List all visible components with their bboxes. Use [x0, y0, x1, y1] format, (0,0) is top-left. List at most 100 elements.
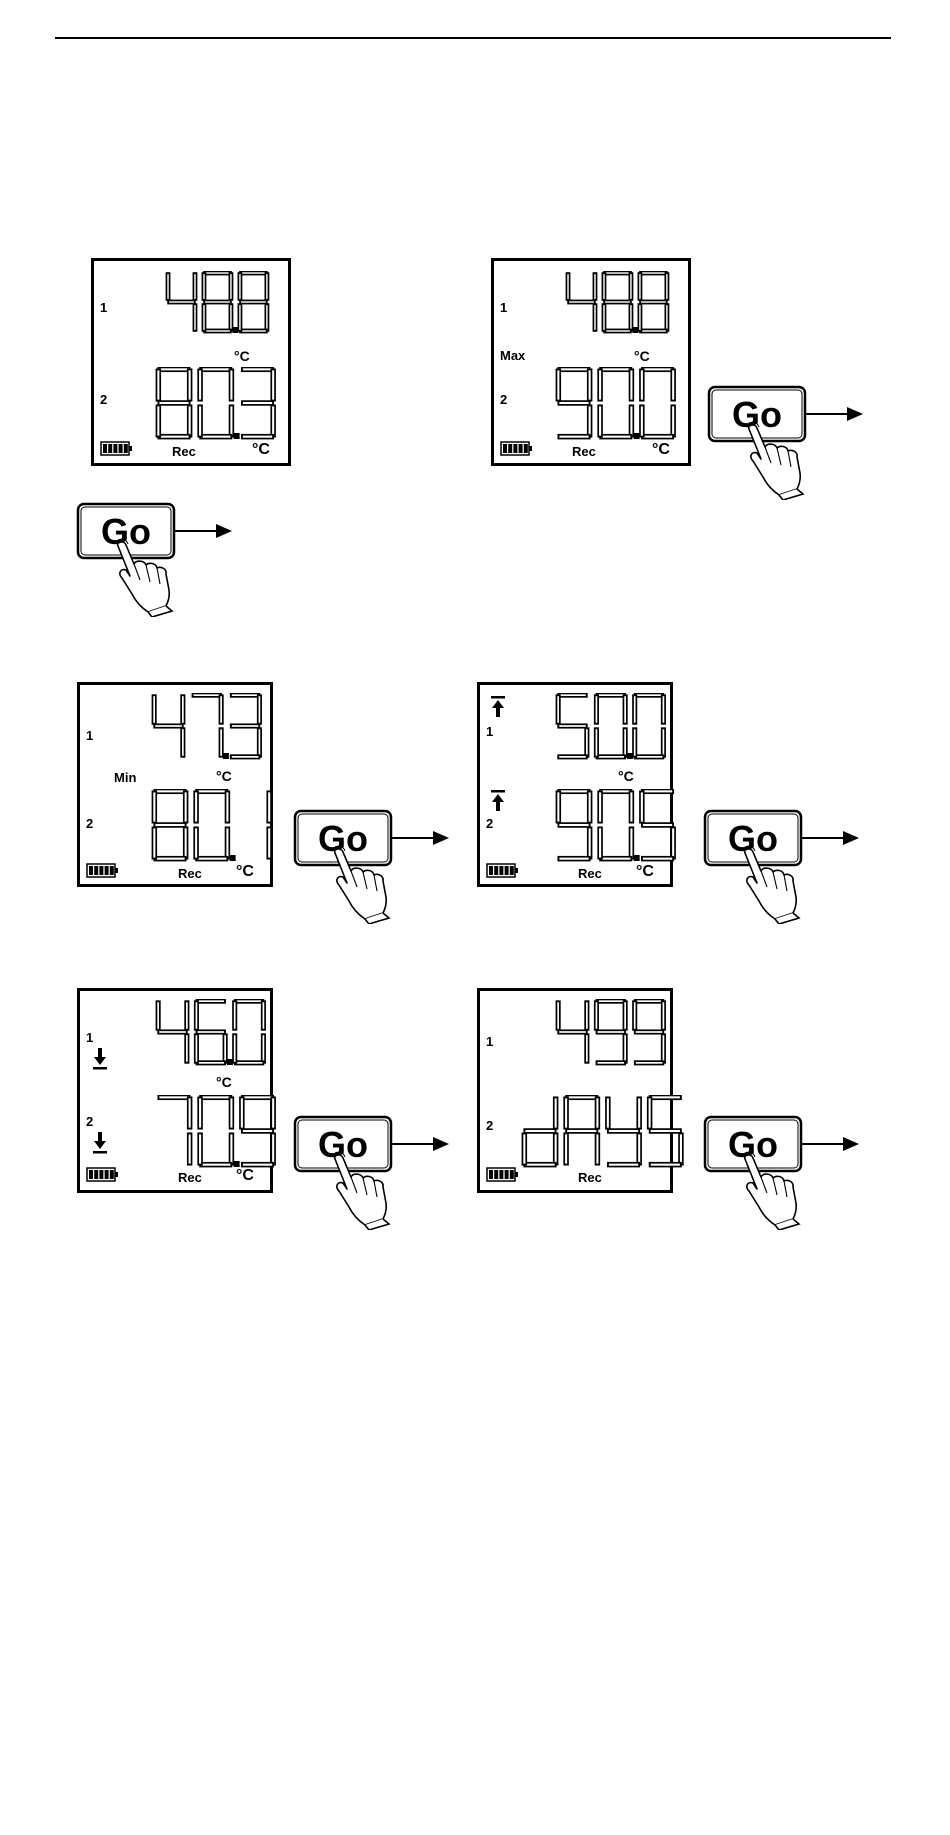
- channel-1-label: 1: [486, 725, 493, 738]
- mode-label: Max: [500, 349, 525, 362]
- high-alarm-icon: [490, 789, 506, 813]
- lcd-digit: [194, 789, 230, 861]
- decimal-point: [230, 855, 236, 861]
- lcd-digit: [233, 999, 266, 1065]
- channel-2-label: 2: [500, 393, 507, 406]
- channel-2-label: 2: [100, 393, 107, 406]
- rec-indicator: Rec: [178, 867, 202, 880]
- rec-indicator: Rec: [172, 445, 196, 458]
- row1-unit: °C: [234, 349, 250, 363]
- channel-1-label: 1: [486, 1035, 493, 1048]
- row1-display: [554, 999, 677, 1069]
- row2-unit: °C: [636, 864, 654, 880]
- lcd-digit: [198, 367, 234, 439]
- lcd-digit: [240, 1095, 276, 1167]
- row1-display: [150, 693, 273, 763]
- lcd-digit: [594, 999, 627, 1065]
- go-button[interactable]: Go: [707, 385, 867, 500]
- lcd-digit: [194, 999, 227, 1065]
- lcd-digit: [156, 367, 192, 439]
- go-button[interactable]: Go: [703, 1115, 863, 1230]
- lcd-digit: [156, 1001, 189, 1064]
- lcd-digit: [202, 271, 233, 333]
- mode-label: Min: [114, 771, 136, 784]
- channel-2-label: 2: [86, 817, 93, 830]
- battery-icon: [486, 1167, 520, 1183]
- channel-1-label: 1: [500, 301, 507, 314]
- go-button[interactable]: Go: [293, 809, 453, 924]
- decimal-point: [627, 753, 633, 759]
- row1-display: [554, 693, 677, 763]
- lcd-digit: [633, 693, 666, 759]
- low-alarm-icon: [92, 1047, 108, 1071]
- row1-unit: °C: [216, 1075, 232, 1089]
- row2-unit: °C: [652, 442, 670, 458]
- decimal-point: [634, 433, 640, 439]
- row2-unit: °C: [236, 864, 254, 880]
- lcd-digit: [598, 367, 634, 439]
- lcd-digit: [230, 693, 261, 759]
- lcd-digit: [267, 791, 272, 859]
- decimal-point: [634, 855, 640, 861]
- row2-display: [150, 789, 283, 865]
- row1-unit: °C: [634, 349, 650, 363]
- lcd-screen-6: 1 2 Rec: [477, 988, 673, 1193]
- lcd-digit: [564, 1095, 600, 1165]
- lcd-digit: [152, 695, 185, 758]
- lcd-digit: [647, 1095, 683, 1167]
- go-button[interactable]: Go: [703, 809, 863, 924]
- lcd-digit: [556, 367, 592, 439]
- lcd-digit: [192, 693, 223, 757]
- lcd-digit: [166, 273, 197, 332]
- arrow-right-icon: [174, 524, 232, 538]
- channel-2-label: 2: [486, 1119, 493, 1132]
- go-button[interactable]: Go: [293, 1115, 453, 1230]
- lcd-digit: [594, 693, 627, 759]
- rec-indicator: Rec: [578, 1171, 602, 1184]
- battery-icon: [486, 863, 520, 879]
- channel-2-label: 2: [86, 1115, 93, 1128]
- go-button[interactable]: Go: [76, 502, 236, 617]
- battery-icon: [86, 1167, 120, 1183]
- channel-1-label: 1: [86, 1031, 93, 1044]
- decimal-point: [234, 433, 240, 439]
- row1-unit: °C: [216, 769, 232, 783]
- arrow-right-icon: [805, 407, 863, 421]
- lcd-digit: [633, 999, 666, 1065]
- decimal-point: [223, 753, 229, 759]
- low-alarm-icon: [92, 1131, 108, 1155]
- lcd-digit: [198, 1095, 234, 1167]
- lcd-screen-3: 1 Min °C 2 Rec °C: [77, 682, 273, 887]
- lcd-screen-2: 1 Max °C 2 Rec °C: [491, 258, 691, 466]
- row2-display: [154, 1095, 287, 1171]
- lcd-digit: [158, 1095, 192, 1165]
- lcd-digit: [556, 1001, 589, 1064]
- lcd-digit: [602, 271, 633, 333]
- row1-display: [154, 999, 277, 1069]
- lcd-digit: [238, 271, 269, 333]
- lcd-digit: [640, 789, 676, 861]
- row2-display: [554, 367, 687, 443]
- lcd-digit: [598, 789, 634, 861]
- rec-indicator: Rec: [578, 867, 602, 880]
- lcd-screen-1: 1 °C 2 Rec °C: [91, 258, 291, 466]
- row1-display: [164, 271, 280, 337]
- rec-indicator: Rec: [572, 445, 596, 458]
- row2-display: [554, 789, 687, 865]
- lcd-screen-5: 1 °C 2 Rec °C: [77, 988, 273, 1193]
- header-rule: [55, 37, 891, 39]
- row2-display: [154, 367, 287, 443]
- arrow-right-icon: [801, 1137, 859, 1151]
- lcd-digit: [556, 789, 592, 861]
- lcd-digit: [556, 693, 589, 759]
- high-alarm-icon: [490, 695, 506, 719]
- lcd-digit: [152, 789, 188, 861]
- arrow-right-icon: [391, 1137, 449, 1151]
- lcd-digit: [640, 367, 676, 439]
- row1-display: [564, 271, 680, 337]
- arrow-right-icon: [801, 831, 859, 845]
- lcd-digit: [606, 1097, 642, 1167]
- lcd-screen-4: 1 °C 2 Rec °C: [477, 682, 673, 887]
- row2-unit: °C: [252, 442, 270, 458]
- battery-icon: [100, 441, 134, 457]
